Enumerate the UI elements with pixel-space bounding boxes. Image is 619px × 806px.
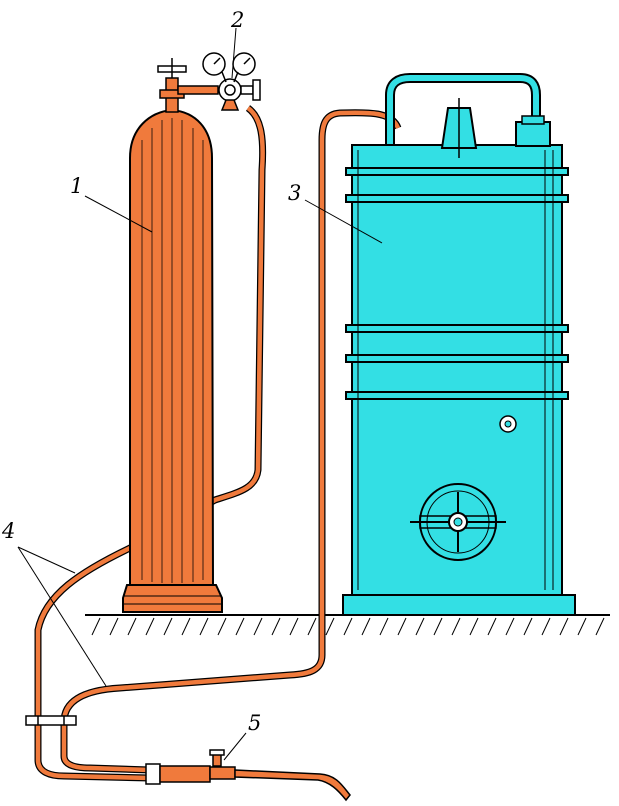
hose-clamp <box>25 715 77 726</box>
leader-lines <box>17 27 383 761</box>
welding-torch <box>145 749 351 802</box>
acetylene-generator <box>342 73 576 616</box>
label-torch: 5 <box>248 711 261 735</box>
oxygen-hose <box>34 105 267 782</box>
label-regulator: 2 <box>230 8 244 32</box>
label-generator: 3 <box>288 181 301 205</box>
cylinder-valve <box>157 58 187 113</box>
acetylene-hose <box>60 109 402 774</box>
pressure-regulator <box>177 52 261 111</box>
label-cylinder: 1 <box>70 174 83 198</box>
ground <box>85 614 610 636</box>
gas-cylinder <box>122 108 223 613</box>
label-hoses: 4 <box>1 519 15 543</box>
